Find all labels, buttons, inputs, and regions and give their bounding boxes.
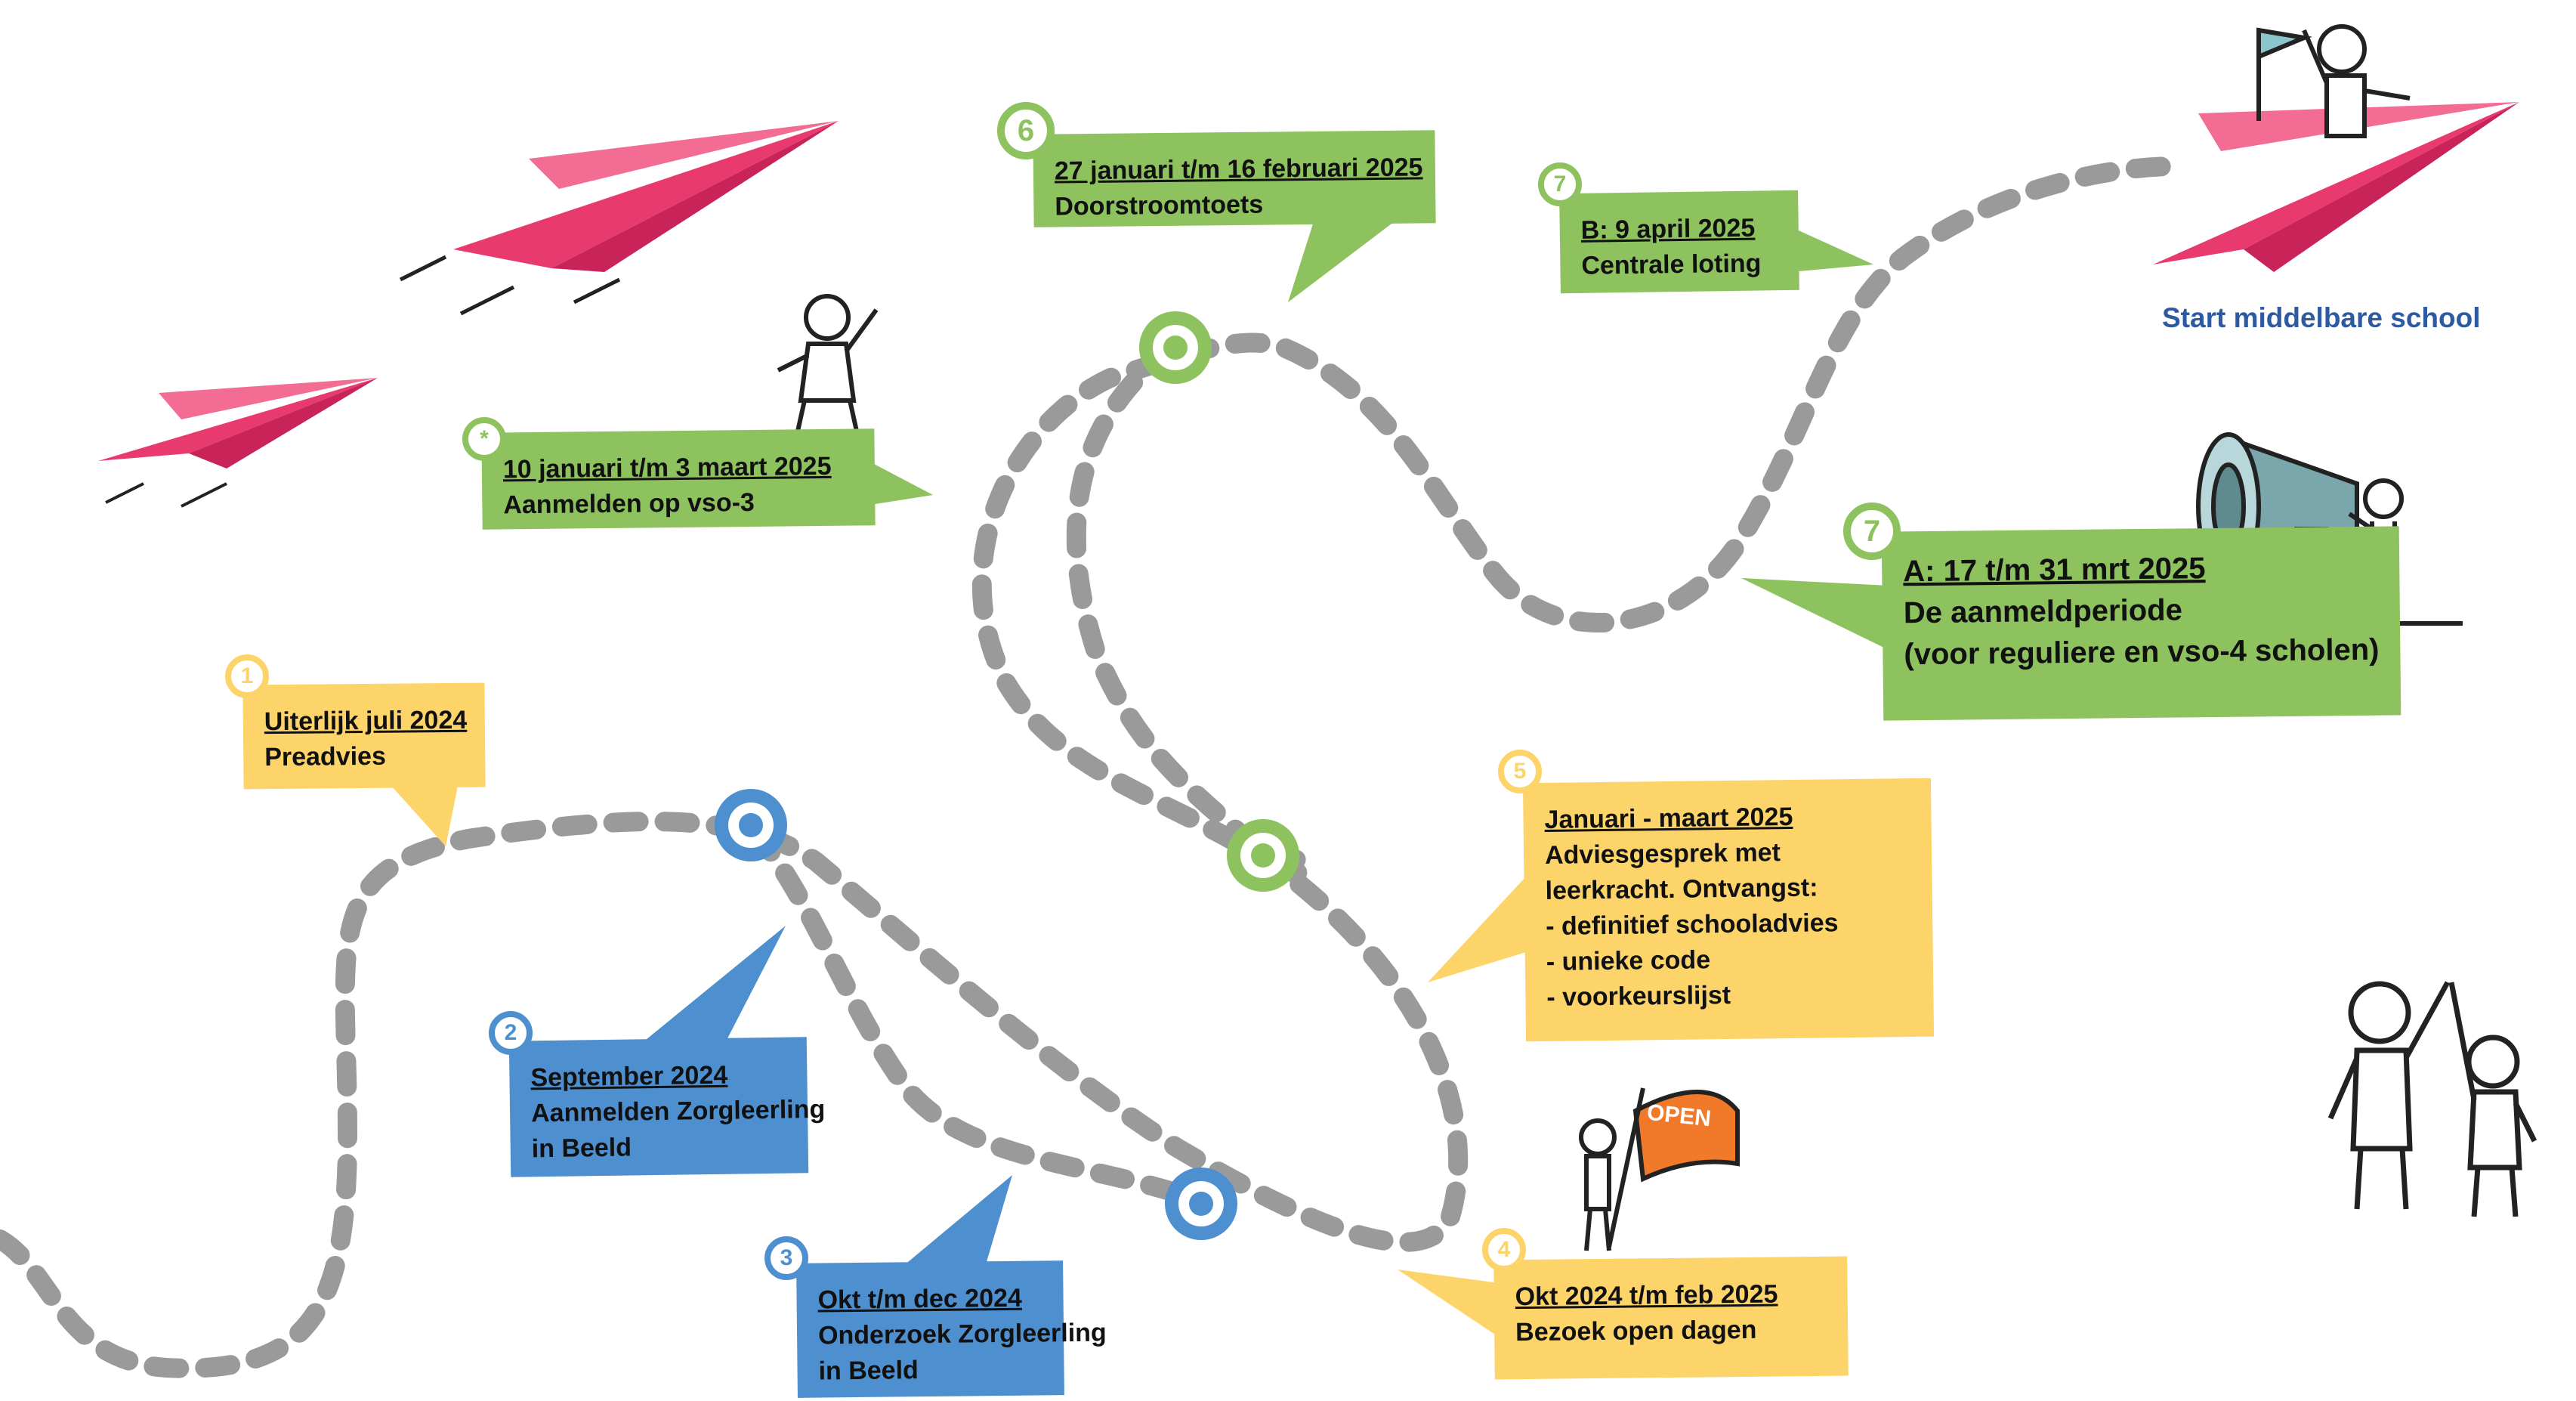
step-badge-7b: 7 <box>1538 162 1582 206</box>
step-bubble-6: 27 januari t/m 16 februari 2025 Doorstro… <box>1033 130 1436 227</box>
step-bubble-2: September 2024 Aanmelden Zorgleerling in… <box>508 1037 826 1177</box>
step-badge-2: 2 <box>489 1011 533 1055</box>
step-title: B: 9 april 2025 <box>1580 213 1756 245</box>
step-title: Okt 2024 t/m feb 2025 <box>1515 1279 1778 1312</box>
bubble-tail <box>1428 877 1526 982</box>
step-line: (voor reguliere en vso-4 scholen) <box>1904 633 2380 672</box>
step-badge-star: * <box>462 417 506 461</box>
step-bubble-1: Uiterlijk juli 2024 Preadvies <box>242 682 486 790</box>
step-title: Okt t/m dec 2024 <box>817 1283 1023 1315</box>
step-line: Adviesgesprek met <box>1544 838 1781 870</box>
bubble-tail <box>1790 227 1873 272</box>
step-badge-3: 3 <box>764 1236 808 1280</box>
step-title: 10 januari t/m 3 maart 2025 <box>502 451 832 484</box>
step-line: Onderzoek Zorgleerling <box>817 1318 1107 1350</box>
step-title: Uiterlijk juli 2024 <box>264 705 468 737</box>
step-line: Aanmelden op vso-3 <box>503 487 755 520</box>
high-five-people-icon <box>2327 981 2537 1217</box>
path-marker-icon <box>1139 311 1212 384</box>
paper-plane-icon <box>399 121 839 316</box>
step-line: - definitief schooladvies <box>1546 908 1839 941</box>
step-line: in Beeld <box>818 1355 919 1386</box>
step-badge-7a: 7 <box>1843 503 1901 560</box>
roadmap-path-loop <box>746 338 1317 1211</box>
bubble-tail <box>899 1175 1012 1277</box>
bubble-tail <box>1398 1270 1511 1345</box>
person-waving-icon <box>2256 24 2411 138</box>
bubble-tail <box>1288 219 1398 302</box>
step-line: Aanmelden Zorgleerling <box>530 1094 826 1128</box>
step-line: leerkracht. Ontvangst: <box>1545 873 1818 905</box>
step-title: Januari - maart 2025 <box>1544 802 1793 834</box>
bubble-tail <box>378 771 461 846</box>
roadmap-path <box>0 156 2185 1378</box>
step-line: Doorstroomtoets <box>1055 190 1264 221</box>
step-bubble-4: Okt 2024 t/m feb 2025 Bezoek open dagen <box>1493 1256 1849 1380</box>
bubble-tail <box>642 926 786 1043</box>
step-bubble-5: Januari - maart 2025 Adviesgesprek met l… <box>1522 778 1935 1042</box>
path-marker-icon <box>715 789 787 861</box>
bubble-tail <box>861 457 933 506</box>
step-title: A: 17 t/m 31 mrt 2025 <box>1903 552 2206 589</box>
path-marker-icon <box>1165 1168 1237 1240</box>
bubble-tail <box>1741 578 1889 650</box>
step-line: - unieke code <box>1546 945 1711 976</box>
step-line: Centrale loting <box>1581 249 1762 280</box>
step-line: in Beeld <box>531 1133 632 1164</box>
path-marker-icon <box>1227 819 1299 892</box>
person-with-open-flag-icon <box>1579 1087 1740 1251</box>
step-badge-6: 6 <box>997 102 1055 159</box>
step-line: Bezoek open dagen <box>1515 1315 1757 1347</box>
step-badge-4: 4 <box>1482 1228 1526 1272</box>
paper-plane-icon <box>98 378 378 508</box>
step-line: - voorkeurslijst <box>1546 980 1731 1012</box>
step-badge-5: 5 <box>1498 750 1542 793</box>
step-bubble-star: 10 januari t/m 3 maart 2025 Aanmelden op… <box>481 428 876 530</box>
step-bubble-3: Okt t/m dec 2024 Onderzoek Zorgleerling … <box>796 1260 1107 1398</box>
step-line: De aanmeldperiode <box>1903 593 2183 630</box>
paper-plane-icon <box>2153 102 2519 272</box>
step-bubble-7b: B: 9 april 2025 Centrale loting <box>1559 190 1799 294</box>
step-badge-1: 1 <box>225 654 269 698</box>
step-title: 27 januari t/m 16 februari 2025 <box>1054 153 1423 186</box>
person-waving-icon <box>777 294 879 435</box>
step-bubble-7a: A: 17 t/m 31 mrt 2025 De aanmeldperiode … <box>1881 526 2401 721</box>
final-destination-label: Start middelbare school <box>2162 302 2481 333</box>
step-title: September 2024 <box>530 1060 728 1093</box>
step-line: Preadvies <box>264 741 387 772</box>
